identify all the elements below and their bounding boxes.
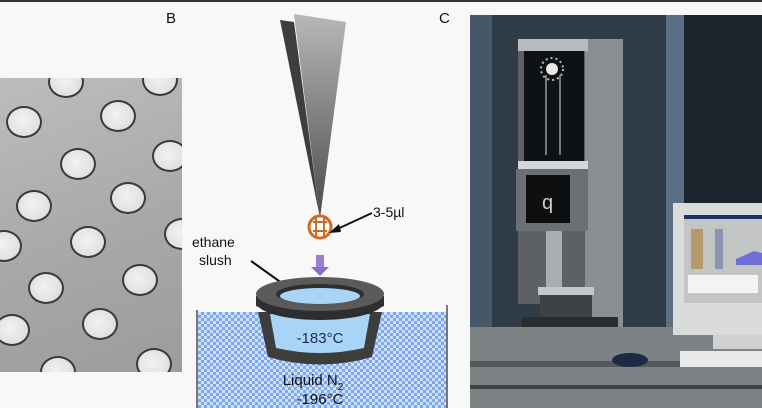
bath-label-main: Liquid N [283, 372, 338, 389]
grid-hole [60, 148, 96, 180]
panel-label-b: B [166, 10, 177, 27]
grid-hole [122, 264, 158, 296]
grid-hole [0, 230, 22, 262]
grid-hole [136, 348, 172, 372]
em-grid-icon [307, 214, 333, 240]
plunge-down-arrow-icon [311, 255, 329, 276]
volume-label: 3-5µl [373, 204, 404, 220]
bath-temperature-label: -196°C [297, 391, 344, 408]
ethane-label-line1: ethane [192, 234, 235, 250]
pipette-tip-icon [280, 14, 346, 218]
grid-hole [70, 226, 106, 258]
grid-hole [16, 190, 52, 222]
grid-hole [48, 78, 84, 98]
grid-hole [100, 100, 136, 132]
bath-label-subscript: 2 [338, 382, 344, 393]
grid-hole [152, 140, 182, 172]
grid-hole [82, 308, 118, 340]
holey-carbon-micrograph [0, 78, 182, 372]
mouse-icon [612, 353, 648, 367]
plunge-freezing-diagram: 3-5µl ethane slush -183°C Liquid N2 -196… [192, 14, 448, 408]
grid-hole [28, 272, 64, 304]
grid-hole [0, 314, 30, 346]
grid-hole [6, 106, 42, 138]
instrument-illustration: q [470, 15, 762, 408]
grid-hole [110, 182, 146, 214]
grid-hole [164, 218, 182, 250]
lamp-icon [546, 63, 558, 75]
keyboard [680, 351, 762, 367]
top-border [0, 0, 762, 2]
panel-label-c: C [439, 10, 450, 27]
vitrification-instrument-photo: q [470, 15, 762, 408]
grid-hole [40, 356, 76, 372]
ethane-cup-icon [256, 277, 384, 365]
chamber-glyph: q [542, 192, 553, 214]
cup-temperature-label: -183°C [297, 330, 344, 347]
bath-label: Liquid N2 [283, 372, 344, 393]
ethane-label-line2: slush [199, 252, 232, 268]
volume-pointer-arrow [329, 212, 373, 233]
grid-hole [142, 78, 178, 96]
